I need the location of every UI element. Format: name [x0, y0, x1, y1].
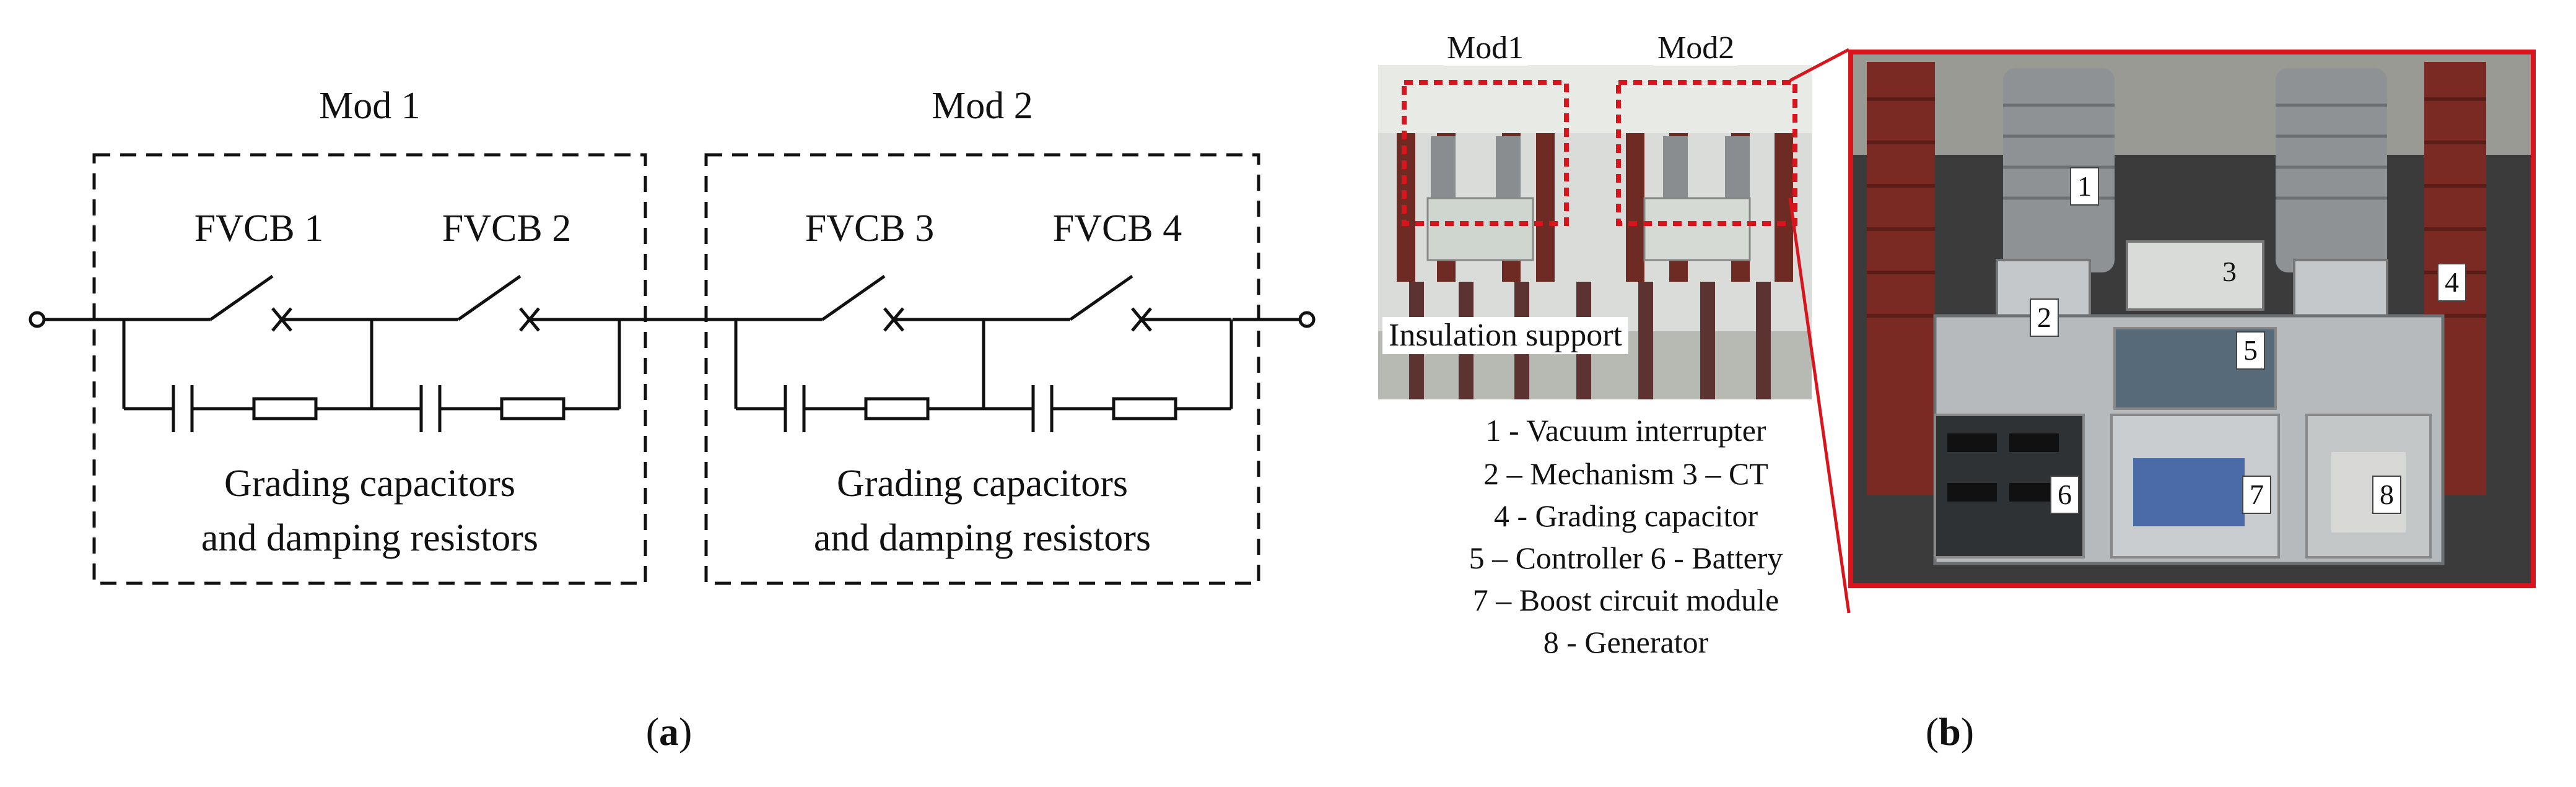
breaker-3-blade [821, 274, 886, 321]
callout-5: 5 [2236, 331, 2265, 370]
module-2-label: Mod 2 [932, 85, 1033, 127]
caption-a-letter: a [659, 710, 679, 754]
circuit-diagram [28, 153, 1316, 585]
module-2-note-line1: Grading capacitors [837, 463, 1128, 505]
module-1-label: Mod 1 [319, 85, 421, 127]
module-2-box [704, 153, 1260, 585]
switch-label-fvcb4: FVCB 4 [1052, 207, 1182, 250]
callout-4: 4 [2437, 263, 2466, 302]
switch-label-fvcb1: FVCB 1 [194, 207, 324, 250]
module-1-note-line2: and damping resistors [201, 517, 539, 559]
mod1-highlight-box [1402, 80, 1569, 226]
legend-item-1: 1 - Vacuum interrupter [1485, 413, 1766, 448]
resistor-2 [500, 397, 565, 420]
breaker-1-blade [209, 274, 274, 321]
detail-photo [1848, 50, 2536, 588]
callout-2: 2 [2030, 298, 2059, 337]
legend-item-4: 5 – Controller 6 - Battery [1469, 541, 1783, 575]
caption-b: (b) [1925, 710, 1975, 754]
caption-b-letter: b [1939, 710, 1961, 754]
left-terminal [28, 311, 46, 328]
module-1-box [92, 153, 647, 585]
callout-7: 7 [2242, 476, 2271, 514]
legend-item-6: 8 - Generator [1543, 625, 1709, 659]
photo-label-insulation-support: Insulation support [1382, 317, 1628, 354]
mod2-highlight-box [1616, 80, 1797, 226]
legend-item-2: 2 – Mechanism 3 – CT [1483, 456, 1768, 491]
caption-a: (a) [645, 710, 692, 754]
detail-highlight-frame [1848, 50, 2536, 588]
resistor-3 [864, 397, 930, 420]
photo-label-mod1: Mod1 [1443, 31, 1528, 66]
callout-8: 8 [2372, 476, 2401, 514]
callout-6: 6 [2050, 476, 2079, 514]
legend-item-5: 7 – Boost circuit module [1472, 583, 1779, 617]
module-1-note-line1: Grading capacitors [224, 463, 515, 505]
resistor-4 [1112, 397, 1177, 420]
resistor-1 [252, 397, 318, 420]
module-2-note-line2: and damping resistors [813, 517, 1151, 559]
breaker-2-blade [457, 274, 522, 321]
switch-label-fvcb2: FVCB 2 [442, 207, 572, 250]
right-terminal [1298, 311, 1316, 328]
callout-3: 3 [2222, 256, 2237, 287]
callout-1: 1 [2070, 167, 2099, 206]
legend-item-3: 4 - Grading capacitor [1493, 498, 1758, 533]
breaker-4-blade [1069, 274, 1133, 321]
switch-label-fvcb3: FVCB 3 [805, 207, 935, 250]
photo-label-mod2: Mod2 [1654, 31, 1739, 66]
zoom-connector-lines [1788, 48, 1851, 614]
